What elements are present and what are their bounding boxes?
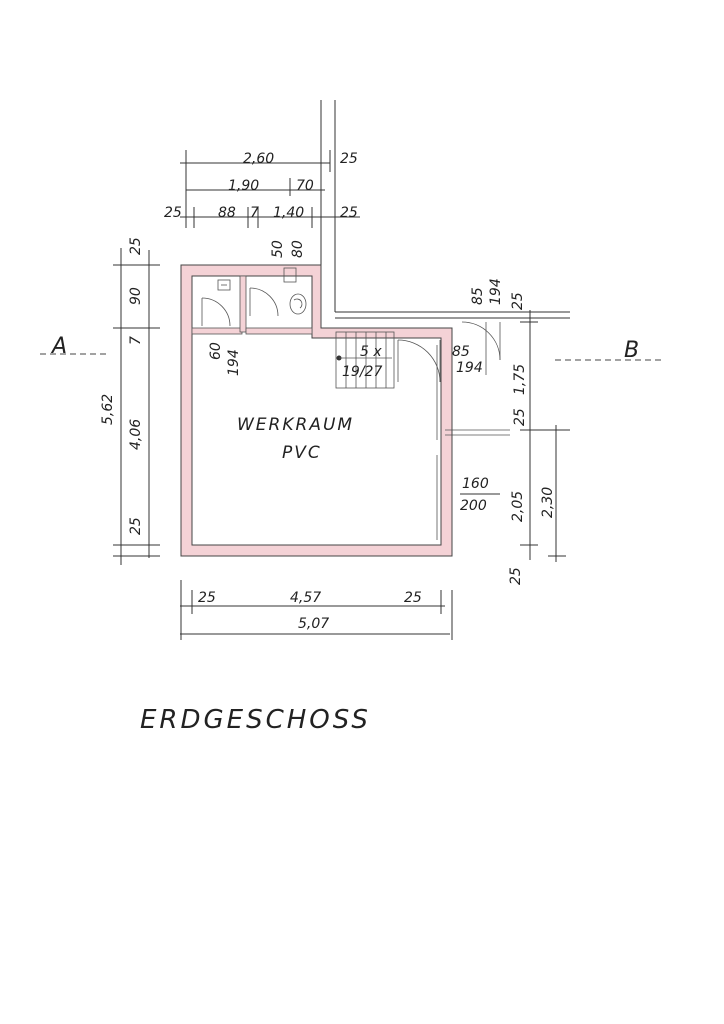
dim-left-90: 90 xyxy=(128,287,144,305)
entrance-door xyxy=(461,321,501,375)
dim-top-25c: 25 xyxy=(340,205,358,221)
room-floor: PVC xyxy=(282,443,322,463)
entrance-door-swing-icon xyxy=(461,321,501,361)
dim-right-160: 160 xyxy=(462,476,489,492)
sink-icon xyxy=(217,279,231,291)
door-swing-icon xyxy=(249,287,279,317)
left-dimensions: 25 90 7 5,62 4,06 25 xyxy=(100,237,160,565)
dim-stair-194: 194 xyxy=(456,360,483,376)
dim-bot-25a: 25 xyxy=(198,590,216,606)
dim-right-25bot: 25 xyxy=(508,567,524,585)
dim-left-562: 5,62 xyxy=(100,394,116,425)
building-walls xyxy=(180,264,510,557)
outer-wall-lines xyxy=(320,100,570,320)
dim-left-7: 7 xyxy=(128,336,144,345)
dim-right-230: 2,30 xyxy=(540,487,556,518)
dim-top-25a: 25 xyxy=(340,151,358,167)
dim-right-194: 194 xyxy=(488,278,504,305)
dim-left-25bot: 25 xyxy=(128,517,144,535)
dim-left-406: 4,06 xyxy=(128,419,144,450)
dim-bot-457: 4,57 xyxy=(290,590,321,606)
dim-top-190: 1,90 xyxy=(228,178,259,194)
dim-wc-50: 50 xyxy=(270,240,286,258)
dim-right-200: 200 xyxy=(460,498,487,514)
dim-bot-507: 5,07 xyxy=(298,616,329,632)
dim-top-7: 7 xyxy=(250,205,259,221)
dim-bot-25b: 25 xyxy=(404,590,422,606)
toilet-icon xyxy=(289,293,307,315)
dim-door-60: 60 xyxy=(208,342,224,360)
dim-right-175: 1,75 xyxy=(512,364,528,395)
dim-right-85: 85 xyxy=(470,287,486,305)
dim-top-88: 88 xyxy=(218,205,236,221)
dim-stair-85: 85 xyxy=(452,344,470,360)
wc-area xyxy=(201,267,307,327)
wc-door-swing-icon xyxy=(201,297,231,327)
bottom-dimensions: 25 4,57 25 5,07 xyxy=(180,580,453,640)
stairs: 5 x 19/27 xyxy=(335,331,441,389)
top-dimensions: 2,60 25 1,90 70 25 88 7 1,40 25 xyxy=(164,150,360,228)
dim-wc-80: 80 xyxy=(290,240,306,258)
floor-title: ERDGESCHOSS xyxy=(140,705,371,735)
stair-door-swing-icon xyxy=(397,339,441,383)
dim-top-70: 70 xyxy=(296,178,314,194)
dim-left-25top: 25 xyxy=(128,237,144,255)
dim-top-140: 1,40 xyxy=(273,205,304,221)
dim-door-194: 194 xyxy=(226,349,242,376)
dim-top-260: 2,60 xyxy=(243,151,274,167)
section-label-a: A xyxy=(50,334,67,359)
stairs-size: 19/27 xyxy=(342,364,382,380)
wc-dimensions: 50 80 60 194 xyxy=(208,240,306,376)
dim-right-205: 2,05 xyxy=(510,491,526,522)
right-dimensions: 85 194 25 85 194 25 1,75 160 200 2,05 2,… xyxy=(452,278,570,585)
stairs-count: 5 x xyxy=(360,344,382,360)
dim-right-25top: 25 xyxy=(510,292,526,310)
room-name: WERKRAUM xyxy=(237,415,354,435)
dim-top-25b: 25 xyxy=(164,205,182,221)
section-line: A B xyxy=(40,334,665,363)
section-label-b: B xyxy=(624,338,639,363)
dim-right-25mid: 25 xyxy=(512,408,528,426)
